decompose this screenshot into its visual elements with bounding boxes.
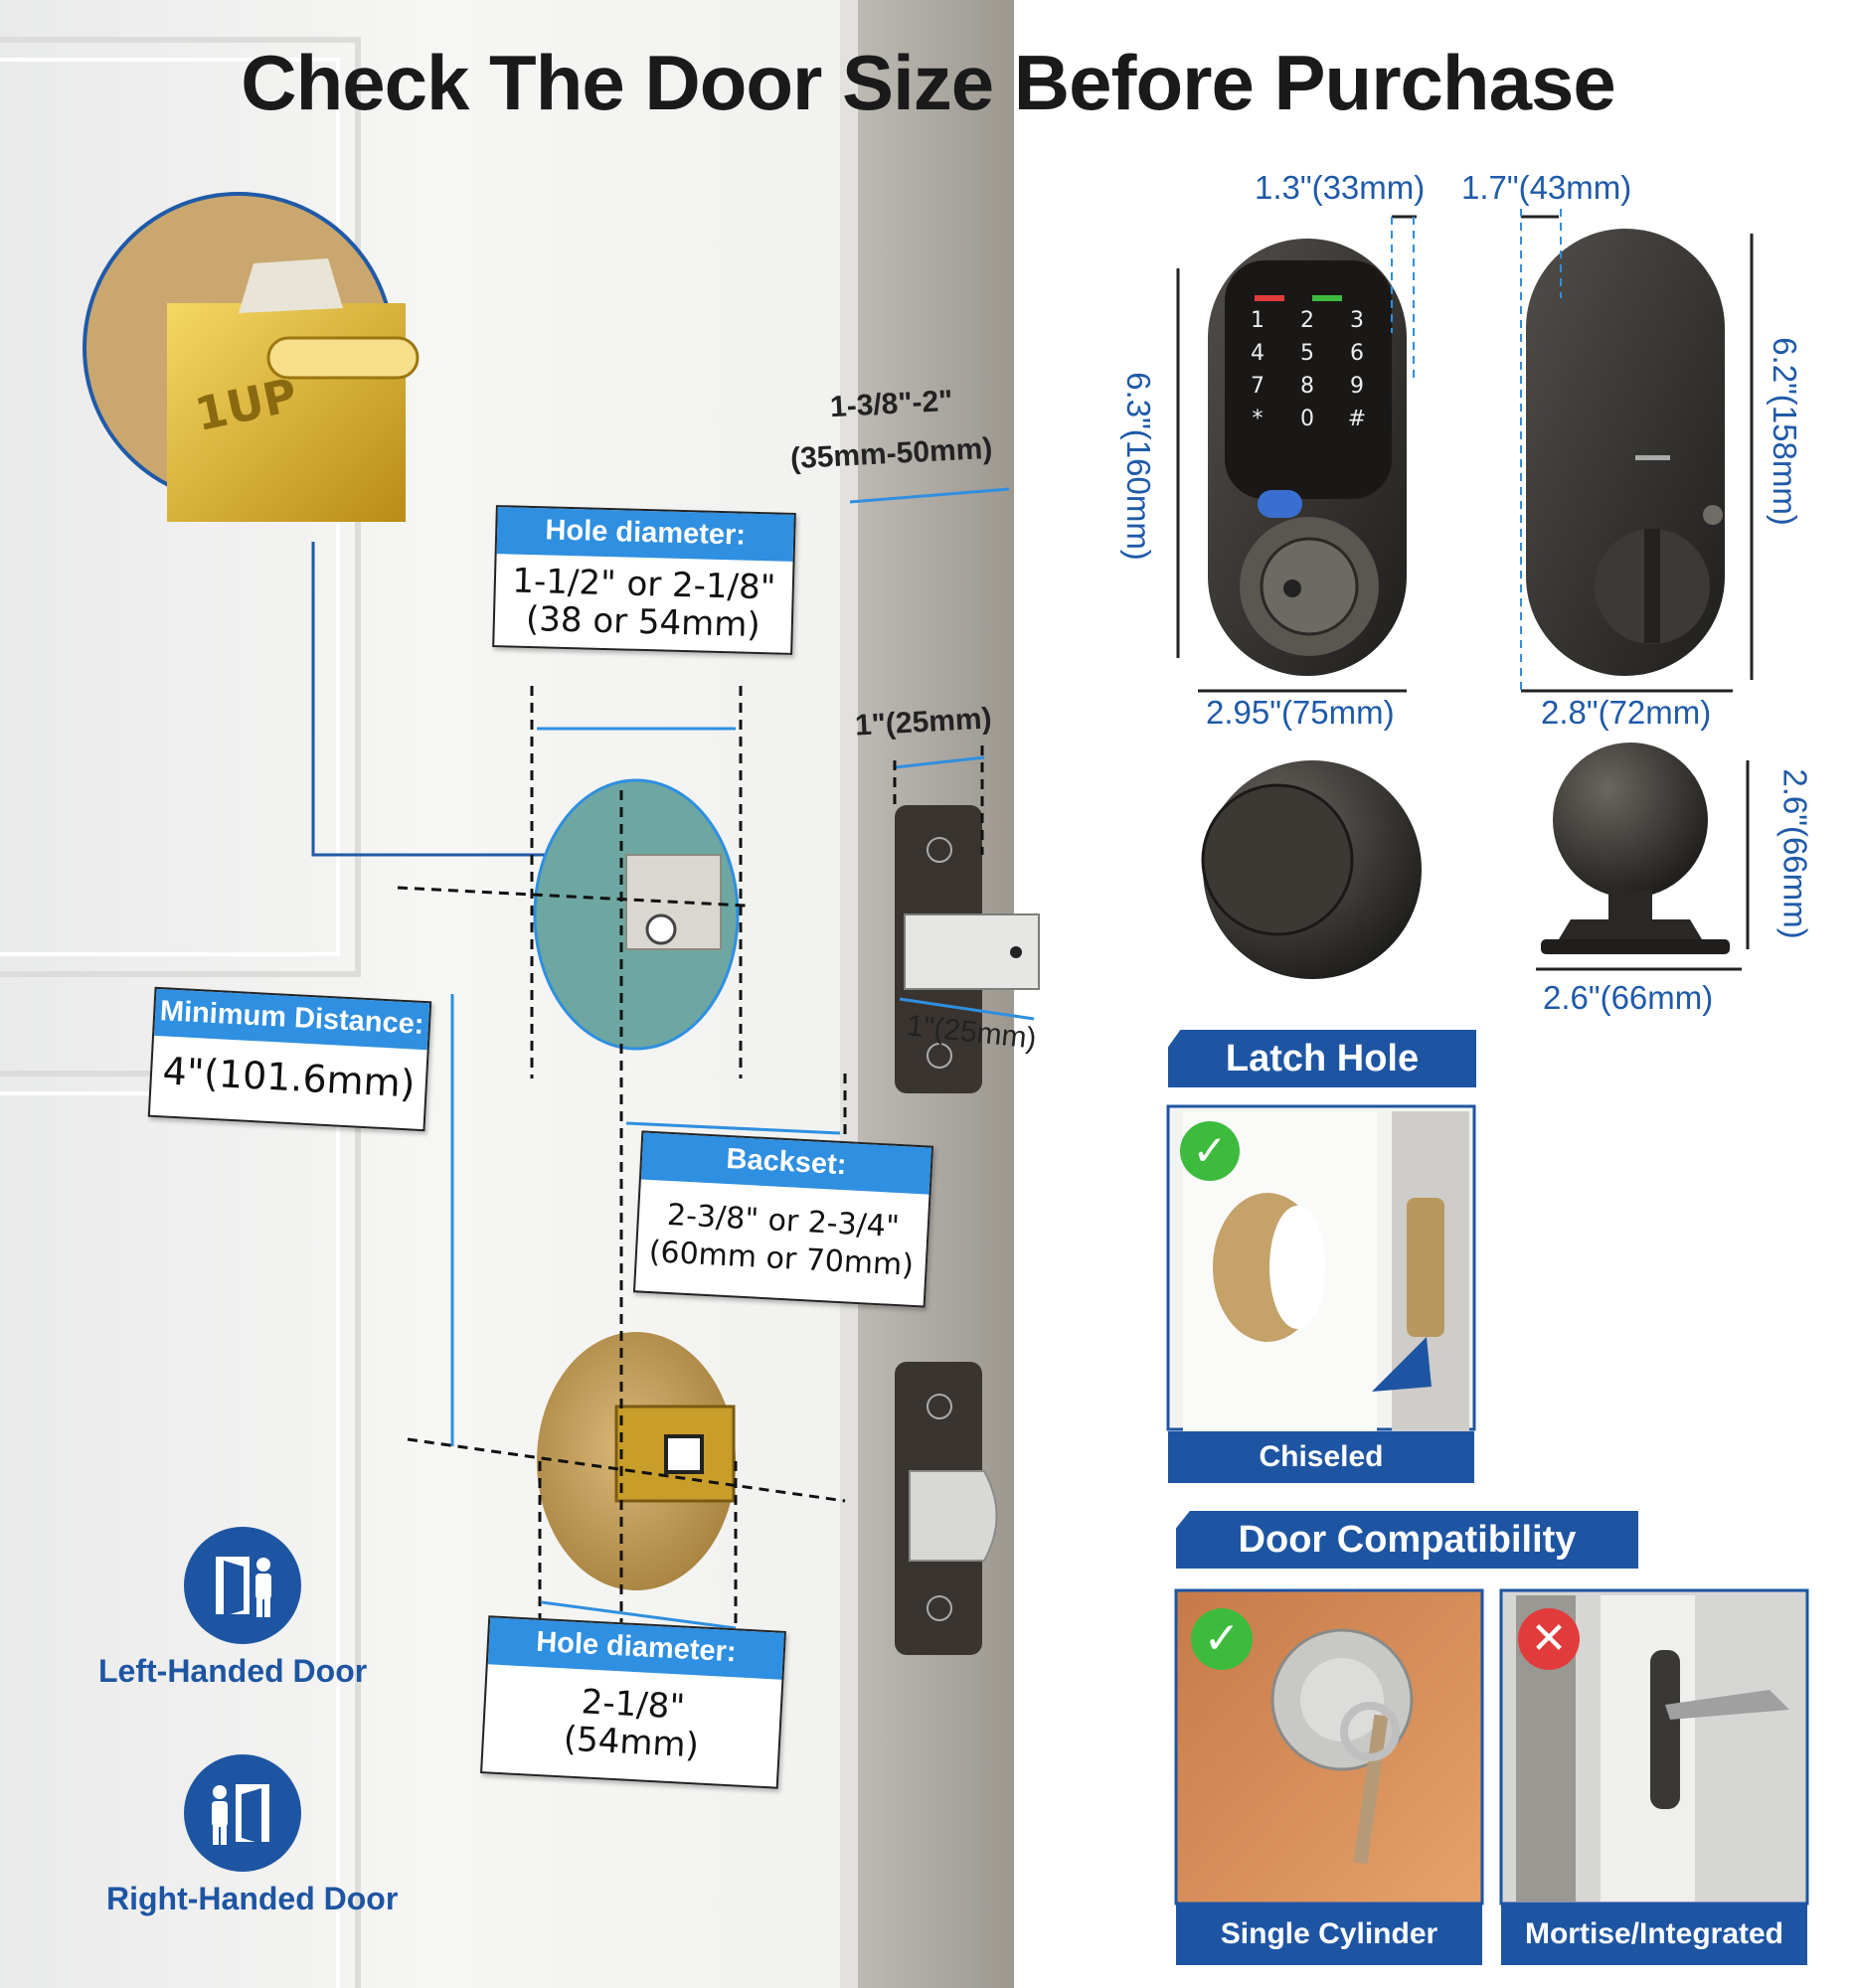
latch-hole-banner: Latch Hole (1168, 1030, 1476, 1087)
back-height-dim: 6.2"(158mm) (1766, 337, 1803, 526)
keypad-key: 7 (1251, 374, 1265, 399)
hole-diameter-top-label: Hole diameter: 1-1/2" or 2-1/8" (38 or 5… (492, 505, 796, 655)
hole-diameter-bottom-label: Hole diameter: 2-1/8" (54mm) (480, 1615, 786, 1789)
keypad-key: 6 (1350, 341, 1364, 366)
left-handed-door-label: Left-Handed Door (98, 1653, 368, 1689)
knob-width-dim: 2.6"(66mm) (1543, 979, 1714, 1016)
minimum-distance-value: 4"(101.6mm) (161, 1049, 417, 1106)
right-handed-door-label: Right-Handed Door (106, 1881, 399, 1916)
hole-diameter-top-heading: Hole diameter: (496, 507, 794, 562)
front-depth-dim: 1.3"(33mm) (1255, 169, 1426, 206)
minimum-distance-label: Minimum Distance: 4"(101.6mm) (147, 986, 432, 1132)
keypad-key: 2 (1300, 308, 1314, 333)
keypad-key: 0 (1300, 407, 1314, 431)
compat-no-cross-icon: ✕ (1518, 1608, 1580, 1670)
compat-single-cylinder-caption: Single Cylinder (1176, 1904, 1482, 1965)
keypad-key: 1 (1251, 308, 1265, 333)
right-handed-door-icon (184, 1754, 301, 1872)
hole-diameter-top-line2: (38 or 54mm) (525, 598, 761, 646)
backset-label: Backset: 2-3/8" or 2-3/4" (60mm or 70mm) (632, 1130, 934, 1308)
door-compatibility-banner: Door Compatibility (1176, 1511, 1638, 1569)
keypad-key: 5 (1300, 341, 1314, 366)
latch-width-dim: 1"(25mm) (854, 702, 993, 743)
front-height-dim: 6.3"(160mm) (1119, 372, 1157, 561)
keypad-key: # (1347, 407, 1367, 431)
front-width-dim: 2.95"(75mm) (1206, 694, 1395, 731)
back-depth-dim: 1.7"(43mm) (1461, 169, 1632, 206)
keypad-key: 3 (1350, 308, 1364, 333)
keypad: 1 2 3 4 5 6 7 8 9 * 0 # (1233, 308, 1382, 431)
keypad-key: 9 (1350, 374, 1364, 399)
keypad-key: * (1252, 407, 1264, 431)
keypad-key: 4 (1251, 341, 1265, 366)
knob-height-dim: 2.6"(66mm) (1776, 768, 1814, 939)
back-width-dim: 2.8"(72mm) (1541, 694, 1712, 731)
latch-hole-check-icon: ✓ (1180, 1121, 1240, 1181)
compat-mortise-caption: Mortise/Integrated (1501, 1904, 1807, 1965)
page-title: Check The Door Size Before Purchase (241, 39, 1615, 126)
keypad-key: 8 (1300, 374, 1314, 399)
latch-hole-caption: Chiseled (1168, 1431, 1474, 1483)
compat-ok-check-icon: ✓ (1191, 1608, 1253, 1670)
left-handed-door-icon (184, 1527, 301, 1644)
door-thickness-line1: 1-3/8"-2" (829, 384, 954, 424)
